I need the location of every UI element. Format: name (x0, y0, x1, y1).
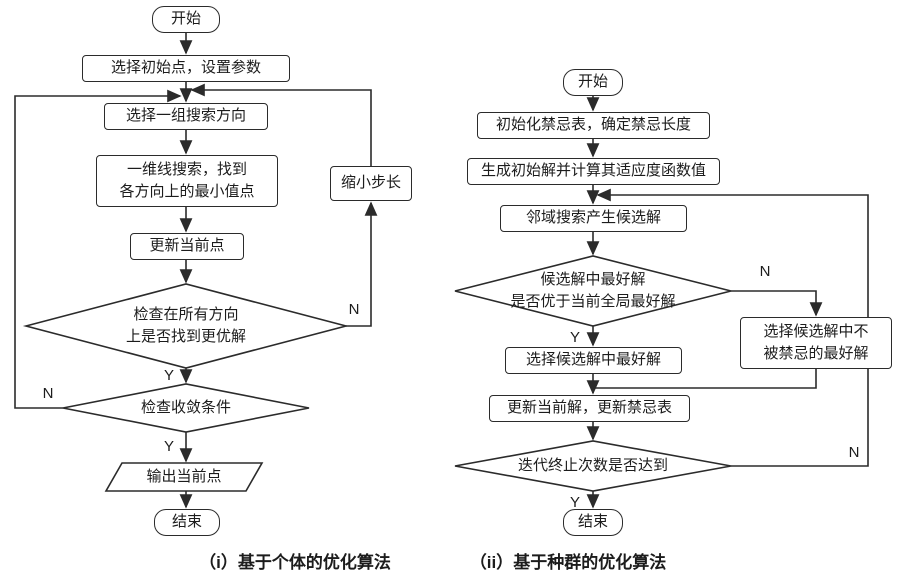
node-right-select-non-tabu: 选择候选解中不 被禁忌的最好解 (740, 317, 892, 369)
node-right-update-solution: 更新当前解，更新禁忌表 (489, 395, 690, 422)
caption-right-flowchart: （ii）基于种群的优化算法 (469, 553, 667, 572)
node-right-init-tabu: 初始化禁忌表，确定禁忌长度 (477, 112, 710, 139)
output-parallelogram (104, 462, 264, 492)
connector-nontabu-merge (594, 369, 817, 389)
node-left-output-point-label: 输出当前点 (146, 467, 222, 485)
decision-diamond-check-better (22, 283, 350, 369)
node-right-check-best-label: 候选解中最好解 是否优于当前全局最好解 (510, 270, 676, 311)
branch-label-y: Y (163, 366, 174, 384)
node-left-check-converge-label: 检查收敛条件 (140, 398, 231, 416)
decision-diamond-check-converge (62, 383, 310, 433)
node-left-directions: 选择一组搜索方向 (104, 103, 268, 130)
connector-shrink-back (190, 83, 372, 166)
branch-label-n: N (42, 384, 54, 402)
node-left-shrink-step: 缩小步长 (330, 166, 412, 201)
decision-diamond-check-best (454, 255, 732, 327)
connector-n-loop (14, 89, 182, 409)
left-flow-shapes (22, 283, 350, 492)
node-left-end: 结束 (154, 509, 220, 536)
branch-label-n: N (348, 300, 360, 318)
node-right-check-iteration-label: 迭代终止次数是否达到 (517, 456, 668, 474)
connector-n-nontabu (731, 290, 823, 317)
branch-label-n: N (759, 262, 771, 280)
left-flow-connectors (14, 33, 378, 509)
branch-label-y: Y (163, 437, 174, 455)
node-right-start: 开始 (563, 69, 623, 96)
branch-label-y: Y (569, 493, 580, 511)
connector-n-shrink (346, 201, 378, 327)
node-right-neighborhood: 邻域搜索产生候选解 (500, 205, 687, 232)
node-left-check-better-label: 检查在所有方向 上是否找到更优解 (125, 305, 246, 346)
branch-label-n: N (848, 443, 860, 461)
branch-label-y: Y (569, 328, 580, 346)
node-left-start: 开始 (152, 6, 220, 33)
node-left-update-point: 更新当前点 (130, 233, 244, 260)
right-flow-shapes (454, 255, 732, 492)
node-right-select-best: 选择候选解中最好解 (505, 347, 682, 374)
node-right-gen-initial: 生成初始解并计算其适应度函数值 (467, 158, 720, 185)
decision-diamond-check-iteration (454, 440, 732, 492)
node-right-end: 结束 (563, 509, 623, 536)
node-left-init: 选择初始点，设置参数 (82, 55, 290, 82)
caption-left-flowchart: （i）基于个体的优化算法 (199, 553, 391, 572)
node-left-line-search: 一维线搜索，找到 各方向上的最小值点 (96, 155, 278, 207)
